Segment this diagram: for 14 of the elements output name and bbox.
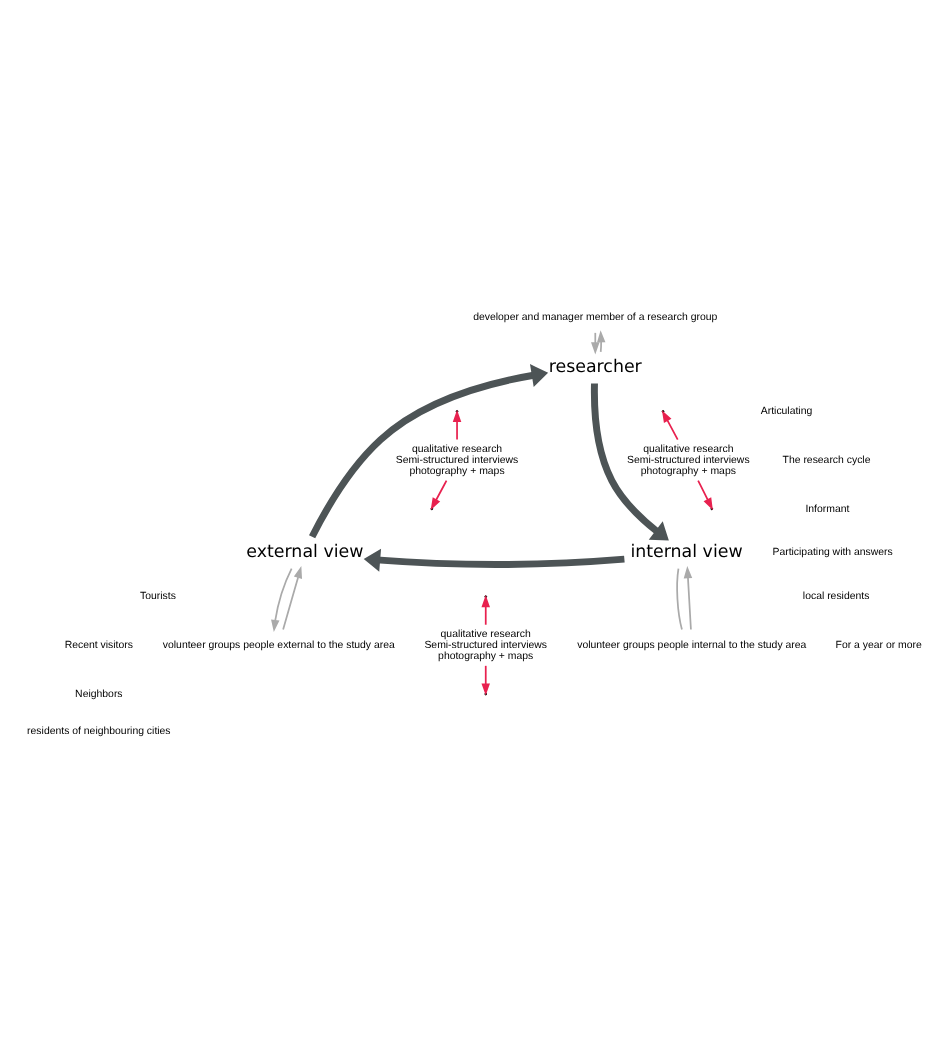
arrow [591,331,600,354]
arrow [481,663,490,695]
arrow [430,478,448,510]
arrow [282,565,303,630]
node-text: external view [246,542,364,563]
node-text: researcher [548,356,642,377]
arrow [363,547,625,571]
node-text: internal view [630,542,743,563]
arrow [481,594,490,625]
arrow [309,363,549,538]
connector [676,566,683,630]
arrow [596,329,606,352]
arrow [683,565,693,630]
arrow [271,566,293,632]
